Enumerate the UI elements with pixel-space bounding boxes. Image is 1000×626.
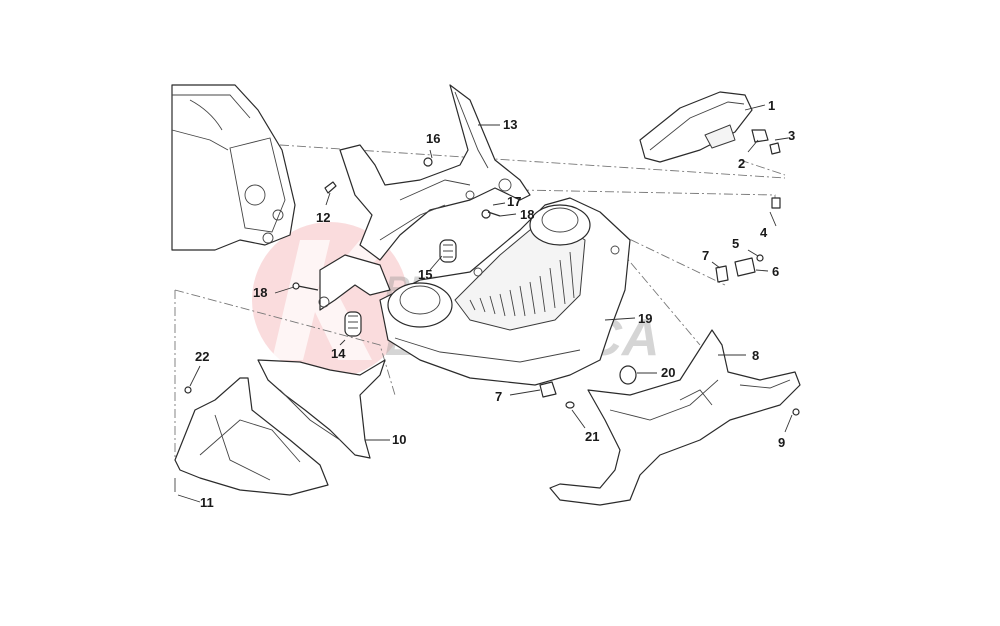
label-7-upper: 7 [702,248,709,263]
label-18-left: 18 [253,285,267,300]
part-15-bushing [439,239,457,263]
label-21: 21 [585,429,599,444]
label-22: 22 [195,349,209,364]
label-17: 17 [507,194,521,209]
label-14: 14 [331,346,346,361]
part-14-bushing [344,311,362,337]
label-3: 3 [788,128,795,143]
reference-labels: 1 2 3 4 5 6 7 7 8 9 10 11 12 13 14 15 16… [195,98,795,510]
leader-lines [177,104,793,503]
part-8-fairing [549,329,801,506]
side-bracket [318,254,391,311]
part-1-instrument-cluster [639,91,753,163]
label-20: 20 [661,365,675,380]
small-hardware [174,129,800,492]
label-8: 8 [752,348,759,363]
label-9: 9 [778,435,785,450]
label-6: 6 [772,264,779,279]
label-11: 11 [200,495,214,510]
label-12: 12 [316,210,330,225]
label-1: 1 [768,98,775,113]
label-2: 2 [738,156,745,171]
label-13: 13 [503,117,517,132]
frame-section [171,84,296,251]
label-19: 19 [638,311,652,326]
label-15: 15 [418,267,432,282]
label-7-lower: 7 [495,389,502,404]
label-16: 16 [426,131,440,146]
label-10: 10 [392,432,406,447]
label-5: 5 [732,236,739,251]
label-18-upper: 18 [520,207,534,222]
part-10-lower-cover [174,359,386,496]
part-13-bracket [339,84,531,261]
label-4: 4 [760,225,768,240]
part-19-headlight [379,197,631,386]
